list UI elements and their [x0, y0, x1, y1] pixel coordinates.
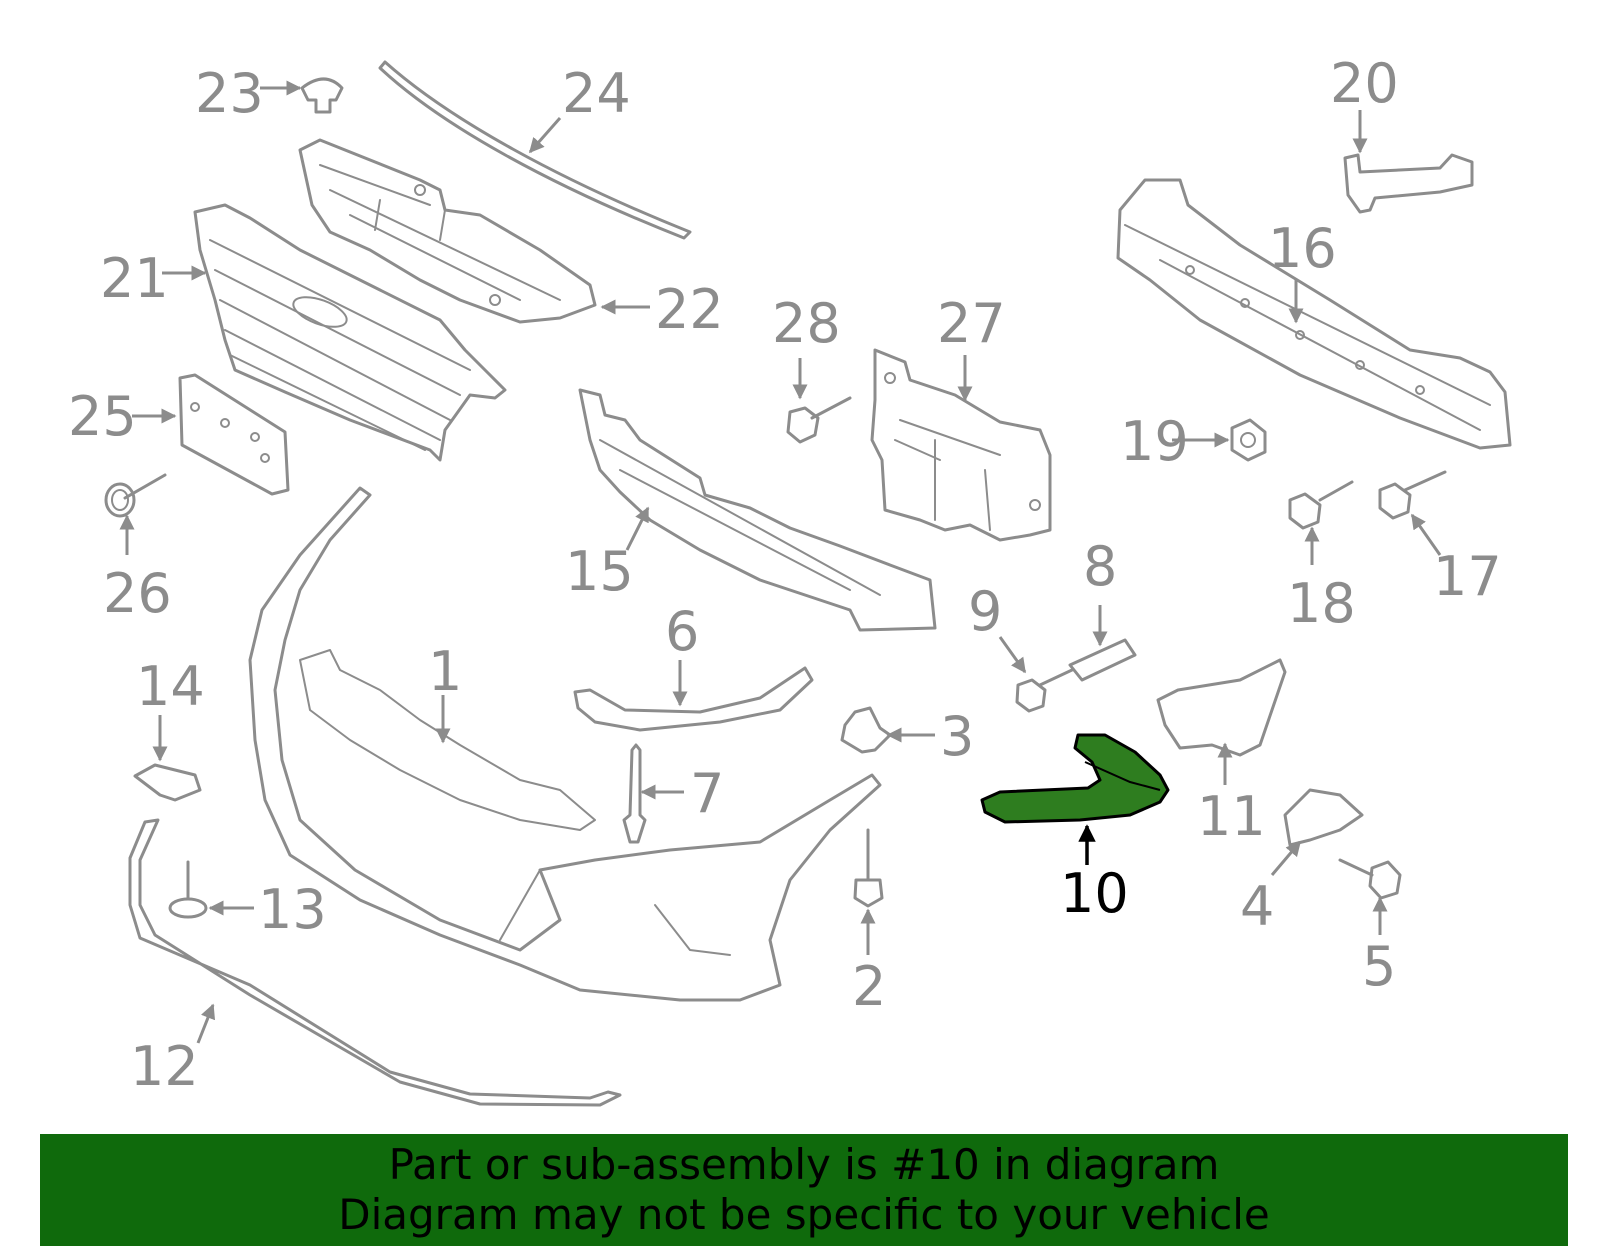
part-1-bumper-cover [248, 486, 882, 1002]
label-3: 3 [940, 705, 974, 768]
part-2-screw [853, 828, 884, 908]
part-13-screw [168, 860, 208, 919]
part-18-bolt [1288, 480, 1354, 530]
label-16: 16 [1268, 217, 1337, 280]
banner-line-2: Diagram may not be specific to your vehi… [338, 1190, 1270, 1239]
label-4: 4 [1240, 875, 1274, 938]
part-labels: 23 24 20 21 22 16 28 27 25 19 26 15 18 1… [68, 52, 1502, 1098]
part-10-highlighted [980, 733, 1170, 824]
label-20: 20 [1330, 52, 1399, 115]
label-8: 8 [1083, 535, 1117, 598]
part-6-bracket [573, 666, 814, 732]
label-10-highlighted: 10 [1060, 862, 1129, 925]
leader-arrows [119, 80, 1442, 1044]
label-9: 9 [968, 580, 1002, 643]
part-23-push-clip [300, 77, 344, 114]
part-12-lower-molding [128, 818, 622, 1107]
label-21: 21 [100, 247, 169, 310]
label-24: 24 [562, 62, 631, 125]
part-8-tape [1068, 638, 1137, 682]
part-9-bolt [1015, 668, 1074, 713]
part-7-pin [622, 743, 647, 844]
part-4-bracket [1283, 788, 1364, 847]
label-1: 1 [428, 640, 462, 703]
label-19: 19 [1120, 410, 1189, 473]
label-15: 15 [565, 540, 634, 603]
part-28-bolt [786, 396, 852, 444]
label-13: 13 [258, 878, 327, 941]
label-17: 17 [1433, 545, 1502, 608]
label-14: 14 [136, 655, 205, 718]
part-11-side-bracket [1156, 658, 1287, 757]
part-16-reinforcement-beam [1116, 178, 1512, 450]
banner-line-1: Part or sub-assembly is #10 in diagram [388, 1140, 1220, 1189]
part-14-clip [133, 763, 202, 802]
part-22-upper-grille-panel [298, 138, 597, 324]
part-27-bracket [870, 348, 1052, 542]
label-26: 26 [103, 562, 172, 625]
part-3-clip [840, 706, 892, 754]
part-19-nut [1230, 418, 1267, 462]
label-7: 7 [690, 762, 724, 825]
label-18: 18 [1287, 572, 1356, 635]
label-25: 25 [68, 385, 137, 448]
label-23: 23 [195, 62, 264, 125]
part-26-screw [104, 473, 167, 518]
part-5-bolt [1338, 858, 1402, 900]
part-21-grille [193, 203, 507, 462]
label-6: 6 [665, 600, 699, 663]
info-banner: Part or sub-assembly is #10 in diagram D… [40, 1134, 1568, 1246]
label-2: 2 [852, 955, 886, 1018]
label-27: 27 [937, 292, 1006, 355]
label-28: 28 [772, 292, 841, 355]
part-24-molding-strip [378, 60, 692, 240]
part-17-bolt [1378, 470, 1447, 520]
part-25-license-bracket [178, 373, 290, 496]
label-12: 12 [130, 1035, 199, 1098]
part-20-small-bracket [1343, 153, 1474, 214]
label-5: 5 [1362, 935, 1396, 998]
label-11: 11 [1197, 785, 1266, 848]
label-22: 22 [655, 278, 724, 341]
